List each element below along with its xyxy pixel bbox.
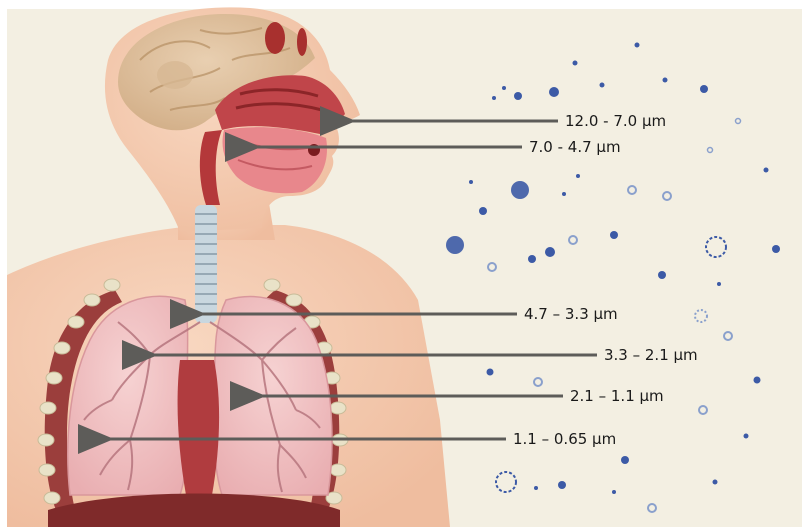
- label-trachea: 4.7 – 3.3 µm: [524, 305, 618, 323]
- label-alveoli: 1.1 – 0.65 µm: [513, 430, 616, 448]
- trachea: [195, 205, 217, 323]
- label-nasal-cavity: 12.0 - 7.0 µm: [565, 112, 666, 130]
- label-secondary-bronchi: 2.1 – 1.1 µm: [570, 387, 664, 405]
- label-pharynx: 7.0 - 4.7 µm: [529, 138, 621, 156]
- label-primary-bronchi: 3.3 – 2.1 µm: [604, 346, 698, 364]
